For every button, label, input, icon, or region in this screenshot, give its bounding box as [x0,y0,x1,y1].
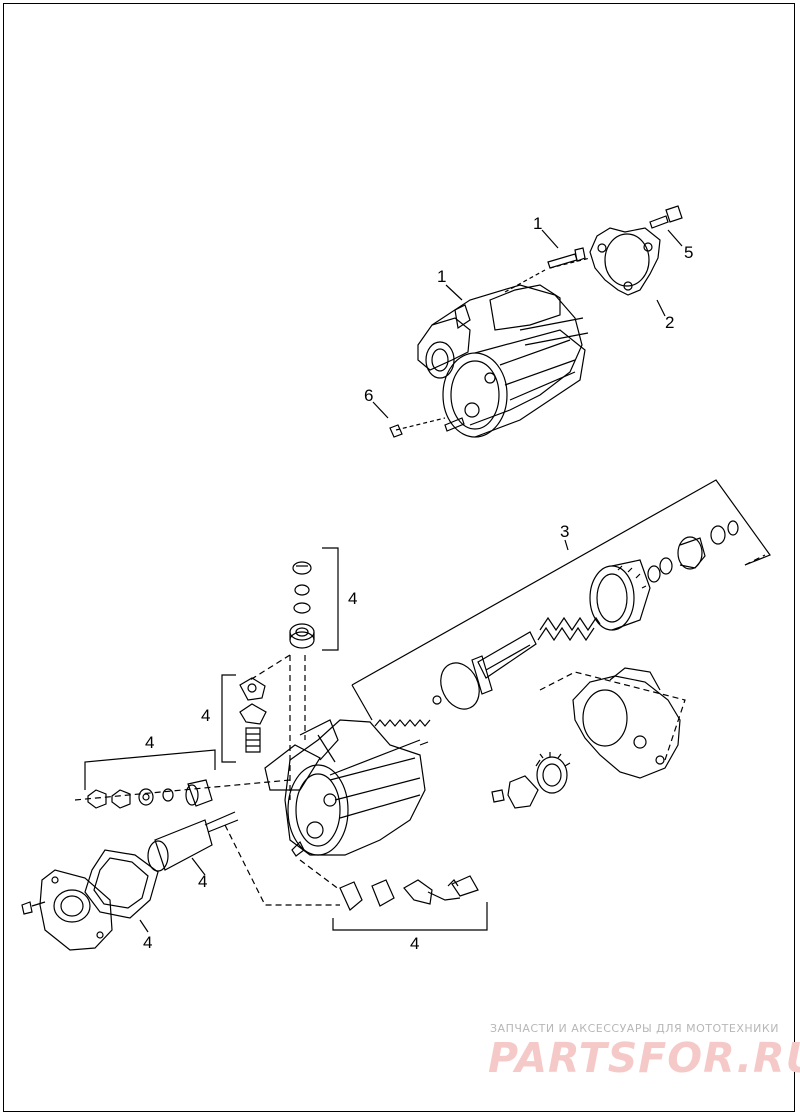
callout-4-nuts: 4 [145,733,154,752]
bracket-4-nuts [84,749,216,790]
bolt-1-top [547,247,586,269]
o-ring [440,662,480,710]
bracket-4-bottom [332,902,488,931]
callout-4-bottom: 4 [410,934,419,953]
bracket-4-top [322,547,339,651]
ball [432,695,442,705]
drive-housing [539,667,686,779]
end-washers [710,520,739,545]
pin-6 [389,424,403,438]
bushing-small [491,789,505,803]
clutch-gear [589,559,651,631]
watermark-logo: PARTSFOR.RU [488,1034,800,1082]
callout-3-drive-group: 3 [560,522,569,541]
drive-shaft [471,631,537,695]
callout-4-top: 4 [348,589,357,608]
nut-washer-row [87,779,213,809]
solenoid-plunger [147,811,239,872]
callout-6-pin: 6 [364,386,373,405]
callout-4-solenoid: 4 [198,872,207,891]
cover-screw [21,901,46,915]
starter-motor-assembly-top [395,257,591,438]
diagram-frame [3,3,795,1112]
terminal-clip-set [239,677,267,753]
spring-small [374,719,431,727]
idler-gear [535,752,571,794]
solenoid-cover [39,869,113,951]
spring-large [537,616,601,642]
terminal-hardware-stack [289,561,315,649]
callout-5-bolt: 5 [684,243,693,262]
bracket-group-3 [351,479,771,721]
callout-4-left: 4 [201,706,210,725]
solenoid-cover-gasket [84,849,159,919]
starter-motor-assembly-bottom [264,719,429,857]
bracket-4-left [221,674,236,763]
callout-1-starter: 1 [437,267,446,286]
bolt-5 [649,205,683,229]
watermark-tagline: ЗАПЧАСТИ И АКСЕССУАРЫ ДЛЯ МОТОТЕХНИКИ [490,1022,779,1035]
retainer-rings [647,557,673,583]
retainer-clip [507,775,539,809]
pinion-gear [677,536,706,570]
gasket-2 [589,227,661,296]
callout-1-bolt: 1 [533,214,542,233]
callout-2-gasket: 2 [665,313,674,332]
callout-4-cover: 4 [143,933,152,952]
brush-holder-parts [339,875,479,911]
